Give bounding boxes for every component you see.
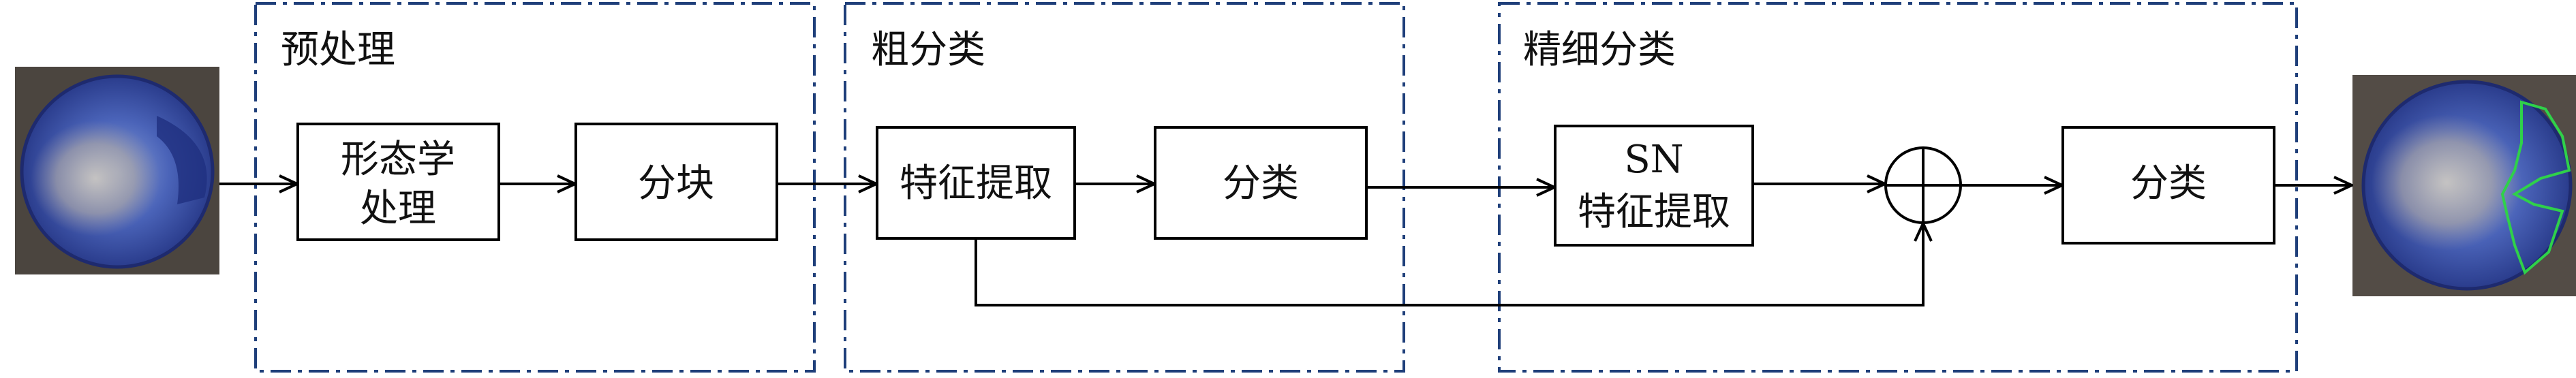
stage-preprocess-frame [254, 2, 816, 373]
stage-coarse-label: 粗分类 [871, 28, 985, 72]
stage-fine-label: 精细分类 [1523, 28, 1676, 72]
box-classify-fine: 分类 [2061, 126, 2275, 245]
stage-preprocess: 预处理 [254, 2, 816, 373]
box-morphology-line1: 形态学 [341, 138, 455, 182]
box-block: 分块 [574, 123, 778, 241]
box-block-label: 分块 [638, 161, 714, 206]
box-morphology-line2: 处理 [360, 187, 436, 231]
stage-fine: 精细分类 [1498, 2, 2298, 373]
fusion-plus-icon [1884, 146, 1962, 224]
box-classify-fine-label: 分类 [2130, 161, 2207, 206]
connectors [219, 184, 2352, 306]
box-morphology: 形态学 处理 [296, 123, 500, 241]
output-image [2352, 75, 2576, 296]
stage-preprocess-label: 预处理 [281, 28, 395, 72]
box-sn-feature-line2: 特征提取 [1578, 190, 1730, 234]
box-classify-coarse: 分类 [1154, 126, 1368, 240]
input-image [15, 67, 219, 274]
detection-contour [2500, 100, 2571, 275]
box-feature: 特征提取 [876, 126, 1076, 240]
skip-connection [975, 223, 1923, 306]
box-classify-coarse-label: 分类 [1223, 161, 1299, 206]
box-sn-feature-line1: SN [1624, 138, 1683, 182]
box-sn-feature: SN 特征提取 [1554, 125, 1754, 247]
box-feature-label: 特征提取 [900, 161, 1052, 206]
